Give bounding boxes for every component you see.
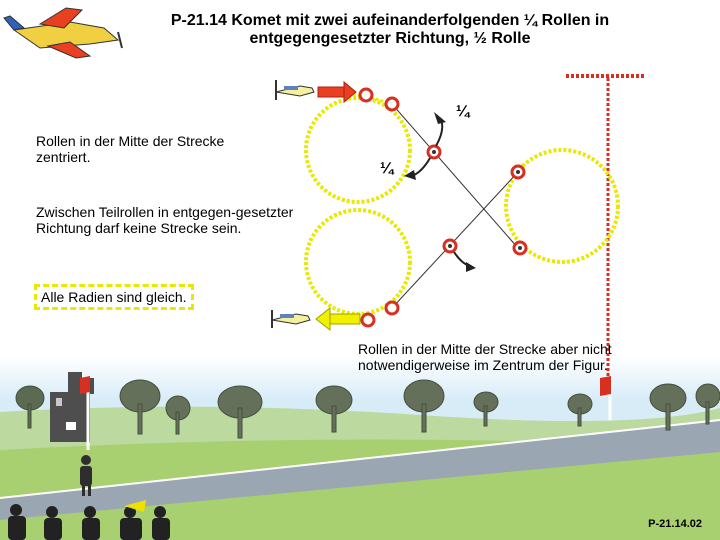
note-rolls-not-centered: Rollen in der Mitte der Strecke aber nic… (358, 341, 612, 373)
airplane-icon (3, 7, 123, 59)
diagonal-up (391, 171, 519, 309)
diagonal-down (391, 103, 519, 249)
tree-icon (119, 379, 161, 435)
spectator-icon (152, 506, 170, 540)
arrowhead-icon (466, 262, 476, 272)
loop-right (504, 148, 620, 264)
roll-marker (384, 96, 400, 112)
judge-line (566, 74, 646, 380)
airplane-icon (271, 310, 311, 328)
note-equal-radii: Alle Radien sind gleich. (34, 284, 194, 310)
page-title: P-21.14 Komet mit zwei aufeinanderfolgen… (170, 12, 610, 47)
loop-lower-left (304, 208, 412, 316)
page-id: P-21.14.02 (648, 518, 702, 530)
roll-marker (384, 300, 400, 316)
roll-arrow (411, 157, 431, 177)
roll-marker (360, 312, 376, 328)
tree-icon (165, 395, 191, 435)
entry-arrow (317, 80, 357, 104)
loop-upper-left (304, 96, 412, 204)
entry-path (317, 90, 367, 98)
spectator-icon (82, 506, 100, 540)
airplane-icon (275, 80, 315, 100)
quarter-roll-label-upper: ¼ (456, 103, 470, 120)
spectator-icon (8, 504, 26, 540)
tree-icon (473, 391, 499, 427)
tree-icon (695, 383, 720, 425)
spectator-icon (44, 506, 62, 540)
runway (0, 420, 720, 520)
tree-icon (649, 383, 687, 431)
tree-icon (403, 379, 445, 433)
note-centered-rolls: Rollen in der Mitte der Strecke zentrier… (36, 133, 225, 165)
flag-icon (80, 376, 90, 450)
spectator-icon (120, 500, 146, 540)
flag-icon (600, 376, 612, 420)
roll-marker-dots (432, 150, 522, 250)
exit-arrow (315, 306, 361, 332)
judge-icon (80, 455, 92, 496)
arrowhead-icon (434, 112, 446, 124)
arrowhead-icon (404, 170, 416, 180)
roll-marker (358, 87, 374, 103)
tree-icon (15, 385, 45, 429)
quarter-roll-label-lower: ¼ (380, 160, 394, 177)
runway-edge (0, 419, 720, 499)
tree-icon (567, 393, 593, 427)
tree-icon (315, 385, 353, 433)
note-no-line-between: Zwischen Teilrollen in entgegen-gesetzte… (36, 204, 294, 236)
tree-icon (217, 385, 263, 439)
